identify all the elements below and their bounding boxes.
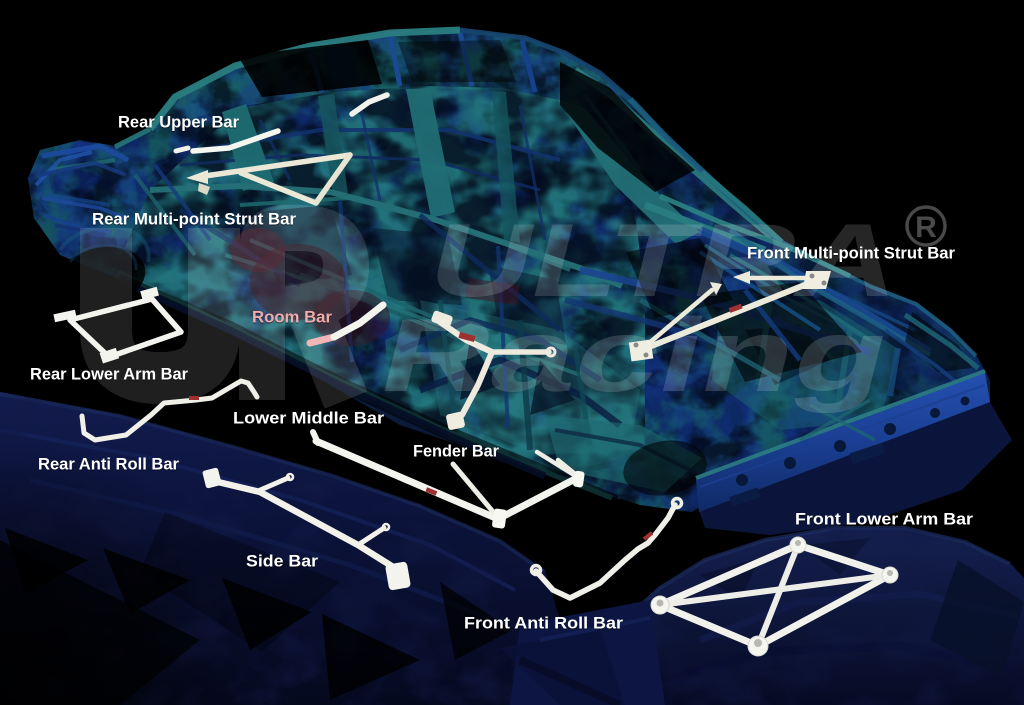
svg-text:Front Multi-point Strut Bar: Front Multi-point Strut Bar [747, 244, 955, 263]
svg-text:Front Multi-point Strut Bar: Front Multi-point Strut Bar [747, 244, 955, 263]
svg-text:Lower Middle Bar: Lower Middle Bar [233, 409, 384, 428]
svg-text:Front Lower Arm Bar: Front Lower Arm Bar [795, 510, 973, 529]
svg-text:Rear Anti Roll Bar: Rear Anti Roll Bar [38, 455, 179, 474]
svg-text:Fender Bar: Fender Bar [413, 442, 499, 461]
svg-text:Rear Multi-point Strut Bar: Rear Multi-point Strut Bar [92, 210, 296, 229]
svg-text:Rear Lower Arm Bar: Rear Lower Arm Bar [30, 365, 188, 384]
svg-text:Room Bar: Room Bar [252, 308, 332, 327]
svg-text:Room Bar: Room Bar [252, 308, 332, 327]
svg-text:ULTRA: ULTRA [418, 202, 915, 318]
svg-text:Rear Anti Roll Bar: Rear Anti Roll Bar [38, 455, 179, 474]
svg-text:Side Bar: Side Bar [246, 552, 318, 571]
svg-text:Fender Bar: Fender Bar [413, 442, 499, 461]
svg-text:Front Anti Roll Bar: Front Anti Roll Bar [464, 614, 623, 633]
svg-text:Rear Upper Bar: Rear Upper Bar [118, 113, 239, 132]
svg-text:Front Lower Arm Bar: Front Lower Arm Bar [795, 510, 973, 529]
svg-text:Side Bar: Side Bar [246, 552, 318, 571]
svg-text:Front Anti Roll Bar: Front Anti Roll Bar [464, 614, 623, 633]
svg-text:R: R [915, 211, 937, 244]
svg-text:Rear Upper Bar: Rear Upper Bar [118, 113, 239, 132]
svg-text:Rear Multi-point Strut Bar: Rear Multi-point Strut Bar [92, 210, 296, 229]
svg-text:Rear Lower Arm Bar: Rear Lower Arm Bar [30, 365, 188, 384]
svg-text:Lower Middle Bar: Lower Middle Bar [233, 409, 384, 428]
